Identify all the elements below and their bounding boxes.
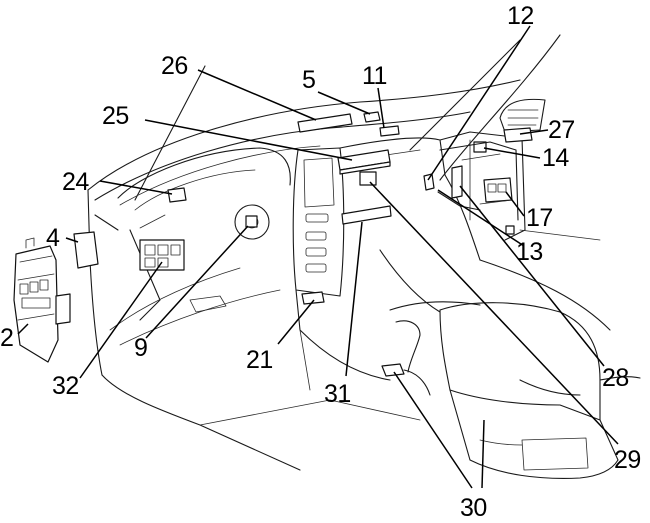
component-31 xyxy=(341,205,392,225)
callout-24: 24 xyxy=(62,168,89,196)
component-12 xyxy=(423,173,435,191)
component-21 xyxy=(301,291,325,305)
component-5 xyxy=(363,111,381,123)
callout-25: 25 xyxy=(102,102,129,130)
component-24 xyxy=(167,187,187,203)
callout-17: 17 xyxy=(526,204,553,232)
fuse-block-2 xyxy=(13,237,71,363)
component-29 xyxy=(359,171,377,186)
callout-21: 21 xyxy=(246,346,273,374)
callout-31: 31 xyxy=(324,380,351,408)
component-11 xyxy=(379,125,400,137)
callout-13: 13 xyxy=(516,238,543,266)
callout-27: 27 xyxy=(548,116,575,144)
callout-2: 2 xyxy=(0,324,13,352)
component-26 xyxy=(297,113,353,133)
callout-9: 9 xyxy=(134,334,147,362)
callout-12: 12 xyxy=(507,2,534,30)
callout-26: 26 xyxy=(161,52,188,80)
right-panel-detail xyxy=(437,141,519,221)
callout-11: 11 xyxy=(362,62,387,90)
components xyxy=(73,111,533,377)
component-4 xyxy=(73,231,99,269)
callout-29: 29 xyxy=(614,446,641,474)
callout-5: 5 xyxy=(302,66,315,94)
callout-4: 4 xyxy=(46,224,60,252)
leader-lines xyxy=(17,25,619,489)
component-30 xyxy=(381,363,405,377)
callout-14: 14 xyxy=(542,144,569,172)
callout-32: 32 xyxy=(52,372,79,400)
callout-30: 30 xyxy=(460,494,487,522)
component-9 xyxy=(245,215,258,228)
component-14 xyxy=(473,141,487,153)
component-25-base xyxy=(339,161,391,175)
callout-28: 28 xyxy=(602,364,629,392)
component-28 xyxy=(451,165,463,199)
component-13 xyxy=(505,225,515,235)
component-27 xyxy=(503,127,533,143)
